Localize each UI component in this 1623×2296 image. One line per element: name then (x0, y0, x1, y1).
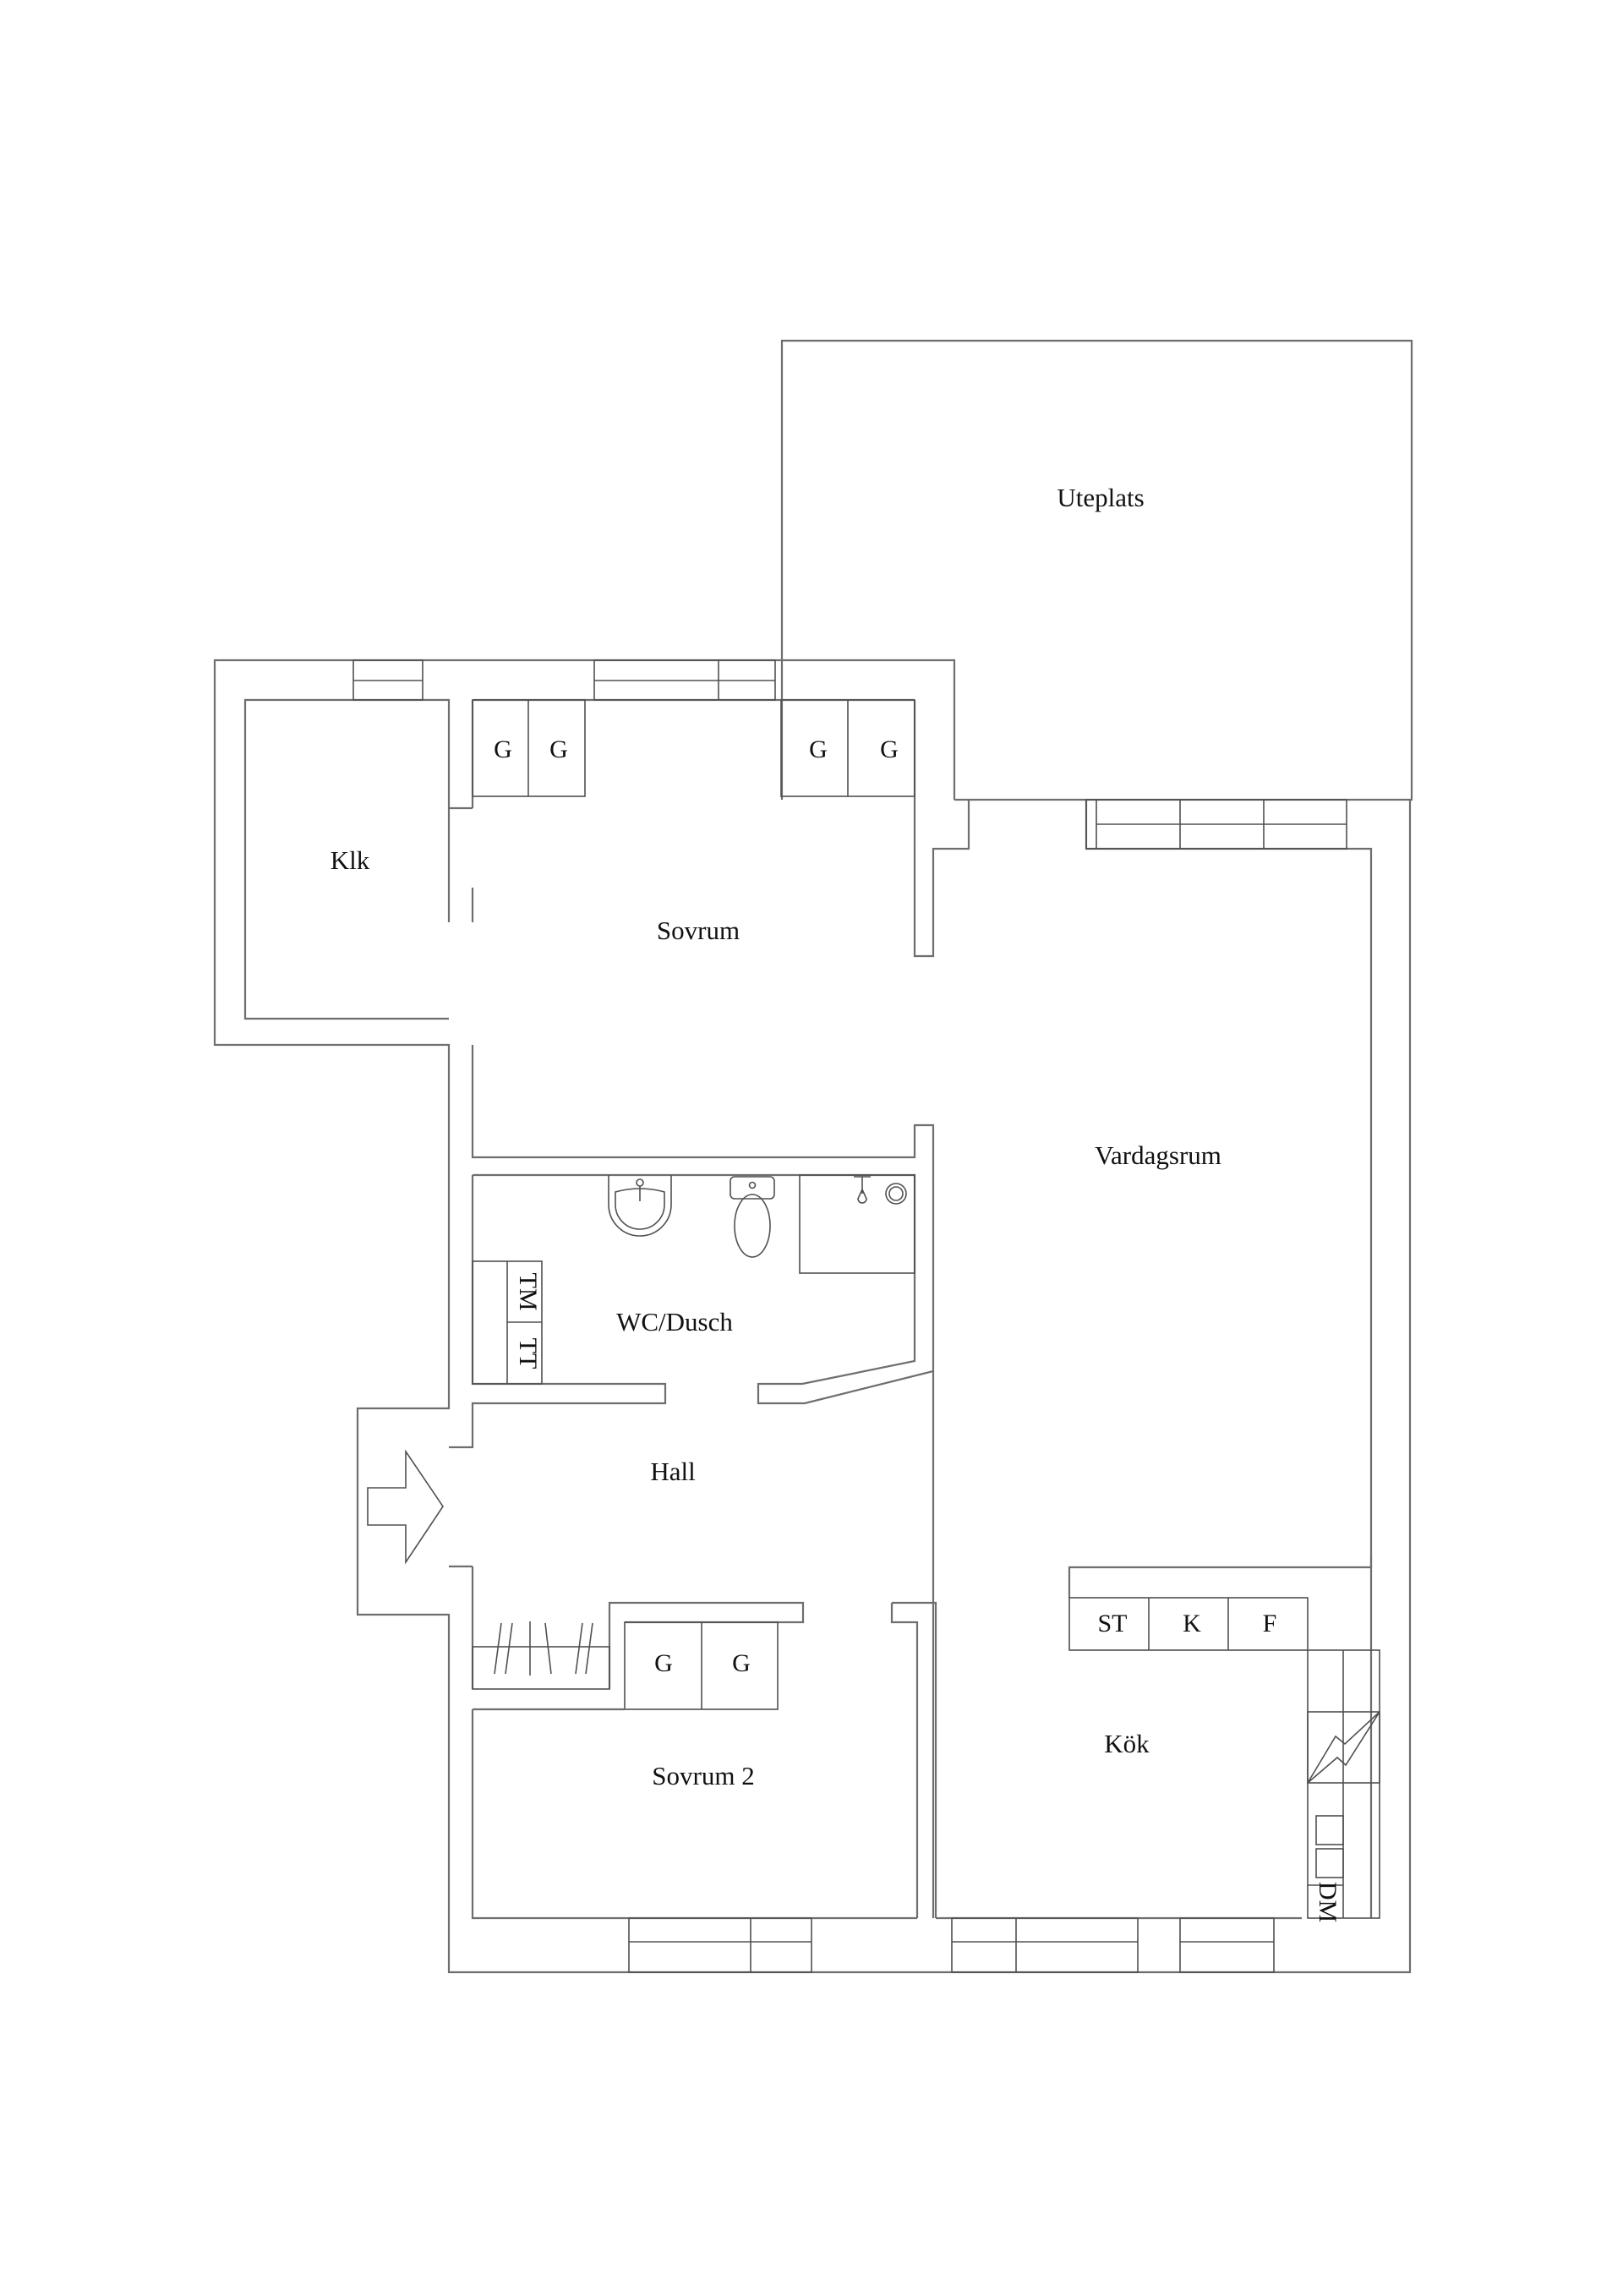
wardrobe-label: G (549, 735, 568, 763)
range-hood-icon (1307, 1711, 1380, 1784)
room-label-vardagsrum: Vardagsrum (1095, 1140, 1221, 1170)
room-label-kok: Kök (1104, 1729, 1150, 1758)
wardrobe-label: G (494, 735, 512, 763)
wardrobe-label: G (809, 735, 828, 763)
room-label-sovrum2: Sovrum 2 (652, 1761, 754, 1790)
kitchen-fixtures (932, 1415, 1380, 1919)
fridge-label: K (1183, 1610, 1201, 1637)
freezer-label: F (1263, 1610, 1277, 1637)
wardrobe-label: G (732, 1649, 751, 1677)
entrance-arrow-icon[interactable] (367, 1449, 444, 1565)
wardrobe-label: G (880, 735, 899, 763)
tumble-dryer-label: TT (514, 1338, 542, 1369)
room-label-hall: Hall (650, 1457, 695, 1486)
sink-icon (608, 1175, 672, 1237)
bathroom-walls (449, 1173, 935, 1689)
shower-icon (854, 1176, 907, 1205)
windows (352, 659, 1347, 1973)
patio (780, 339, 1413, 801)
washing-machine-label: TM (514, 1273, 542, 1311)
wardrobe-label: G (654, 1649, 673, 1677)
stove-label: ST (1097, 1610, 1127, 1637)
room-label-wc-dusch: WC/Dusch (616, 1307, 733, 1337)
hall-storage (472, 1371, 937, 1918)
dishwasher-label: DM (1314, 1882, 1342, 1922)
room-label-sovrum: Sovrum (657, 916, 740, 945)
room-label-uteplats: Uteplats (1057, 483, 1144, 512)
outer-walls (213, 659, 1412, 1974)
room-label-klk: Klk (331, 845, 370, 875)
wardrobes-sovrum (472, 699, 915, 797)
toilet-icon (730, 1176, 775, 1258)
